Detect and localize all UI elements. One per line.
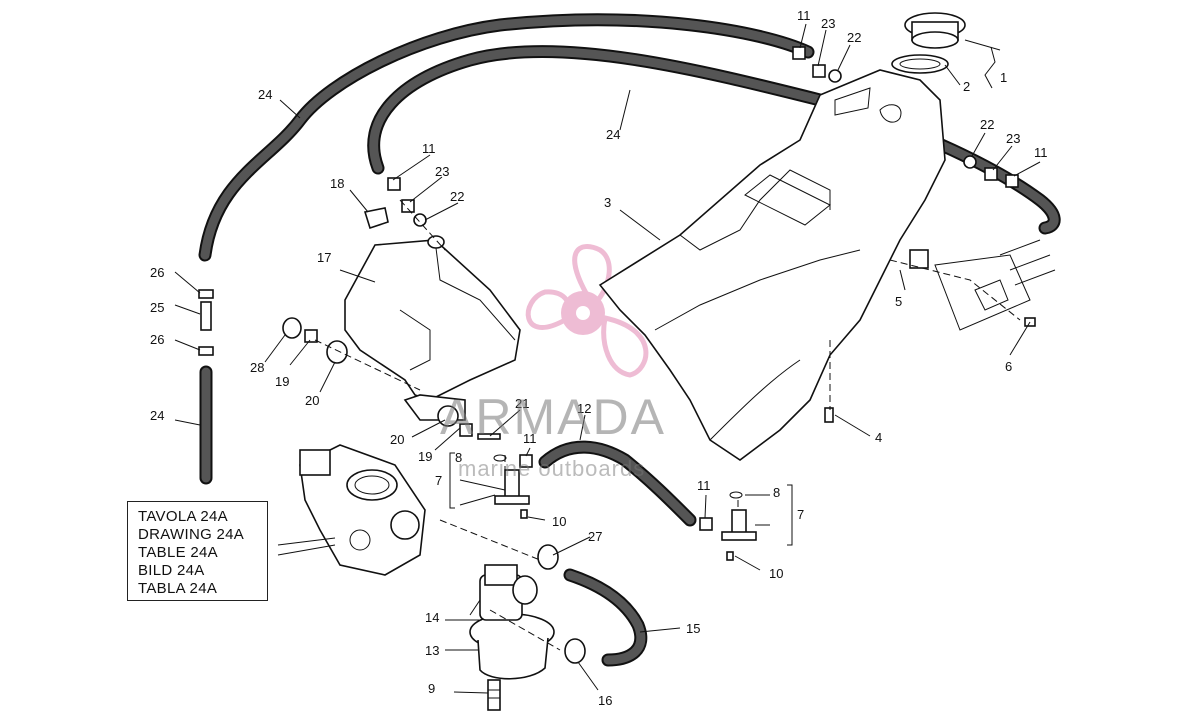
callout: 6 (1005, 359, 1012, 374)
filler-cap (891, 12, 966, 74)
watermark-subtitle: marine outboards (458, 456, 646, 481)
callout: 9 (428, 681, 435, 696)
watermark-logo-icon (525, 244, 649, 378)
callout: 5 (895, 294, 902, 309)
assembly-lines (314, 199, 1021, 651)
reference-line: TAVOLA 24A (138, 508, 228, 525)
callout: 11 (797, 8, 811, 23)
reference-line: DRAWING 24A (138, 526, 245, 543)
callout: 26 (150, 265, 164, 280)
callout: 20 (305, 393, 319, 408)
callout: 22 (980, 117, 994, 132)
callout: 22 (847, 30, 861, 45)
callout: 8 (773, 485, 780, 500)
vent-hose-cross (367, 44, 1061, 235)
callout: 11 (697, 478, 711, 493)
callout: 10 (769, 566, 783, 581)
callout: 26 (150, 332, 164, 347)
callout: 11 (523, 431, 537, 446)
callout: 27 (588, 529, 602, 544)
callout: 23 (1006, 131, 1020, 146)
callout: 8 (455, 450, 462, 465)
callout: 28 (250, 360, 264, 375)
carburettor (299, 444, 426, 576)
fuel-pump (469, 564, 555, 711)
callout: 25 (150, 300, 164, 315)
fuel-hose-15 (563, 568, 648, 667)
callout: 24 (258, 87, 272, 102)
callout: 14 (425, 610, 439, 625)
callout: 23 (435, 164, 449, 179)
callout: 4 (875, 430, 882, 445)
callout: 20 (390, 432, 404, 447)
callout: 23 (821, 16, 835, 31)
callout: 21 (515, 396, 529, 411)
callout: 18 (330, 176, 344, 191)
callout: 10 (552, 514, 566, 529)
reference-table-box: TAVOLA 24A DRAWING 24A TABLE 24A BILD 24… (127, 501, 268, 601)
fuel-hose-12 (538, 440, 697, 527)
callout: 2 (963, 79, 970, 94)
bracket-7-left (449, 452, 455, 509)
callout: 19 (418, 449, 432, 464)
callout: 17 (317, 250, 331, 265)
callout: 15 (686, 621, 700, 636)
fuel-tank (598, 69, 946, 461)
bracket-7-right (787, 484, 793, 546)
reference-line: BILD 24A (138, 562, 205, 579)
callout: 11 (422, 141, 436, 156)
hull-bracket (934, 239, 1056, 331)
vent-hose-upper (198, 13, 815, 262)
callout: 13 (425, 643, 439, 658)
leader-lines (174, 23, 1041, 694)
fittings (198, 46, 1036, 664)
callout: 11 (1034, 145, 1048, 160)
callout: 7 (435, 473, 442, 488)
callout: 3 (604, 195, 611, 210)
watermark-brand: ARMADA (440, 389, 666, 445)
callout: 7 (797, 507, 804, 522)
reference-line: TABLA 24A (138, 580, 218, 597)
callout: 12 (577, 401, 591, 416)
callout: 19 (275, 374, 289, 389)
callout: 16 (598, 693, 612, 708)
reference-line: TABLE 24A (138, 544, 218, 561)
callout: 24 (606, 127, 620, 142)
callout-labels: 1 2 3 4 5 6 7 7 8 8 9 10 10 11 11 11 11 … (150, 8, 1048, 708)
callout: 22 (450, 189, 464, 204)
callout: 1 (1000, 70, 1007, 85)
callout: 24 (150, 408, 164, 423)
